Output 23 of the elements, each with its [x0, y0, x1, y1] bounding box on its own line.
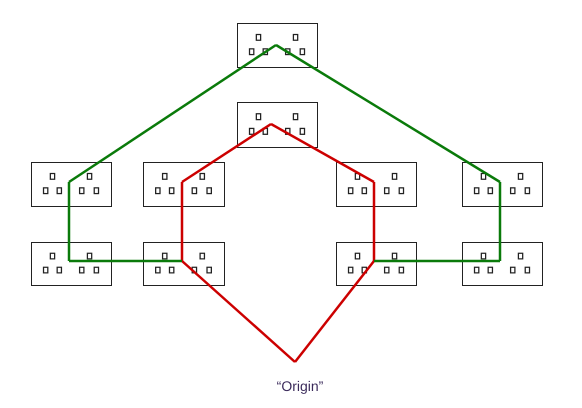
- wire-line: [68, 44, 277, 184]
- wire-line: [275, 44, 501, 184]
- power-socket: [237, 102, 318, 148]
- origin-label: “Origin”: [276, 378, 324, 394]
- wire-line: [374, 260, 500, 262]
- wire-line: [180, 182, 184, 261]
- power-socket: [143, 162, 225, 207]
- wire-line: [181, 122, 272, 184]
- wire-line: [68, 182, 70, 261]
- power-socket: [336, 242, 417, 286]
- power-socket: [143, 242, 225, 286]
- wire-line: [69, 260, 182, 262]
- wire-line: [294, 260, 375, 363]
- wire-line: [270, 122, 375, 184]
- wire-line: [181, 260, 296, 363]
- wire-line: [372, 182, 376, 261]
- power-socket: [462, 162, 543, 207]
- power-socket: [31, 162, 112, 207]
- power-socket: [462, 242, 543, 286]
- wire-line: [498, 182, 502, 261]
- power-socket: [336, 162, 417, 207]
- power-socket: [237, 23, 318, 68]
- power-socket: [31, 242, 112, 286]
